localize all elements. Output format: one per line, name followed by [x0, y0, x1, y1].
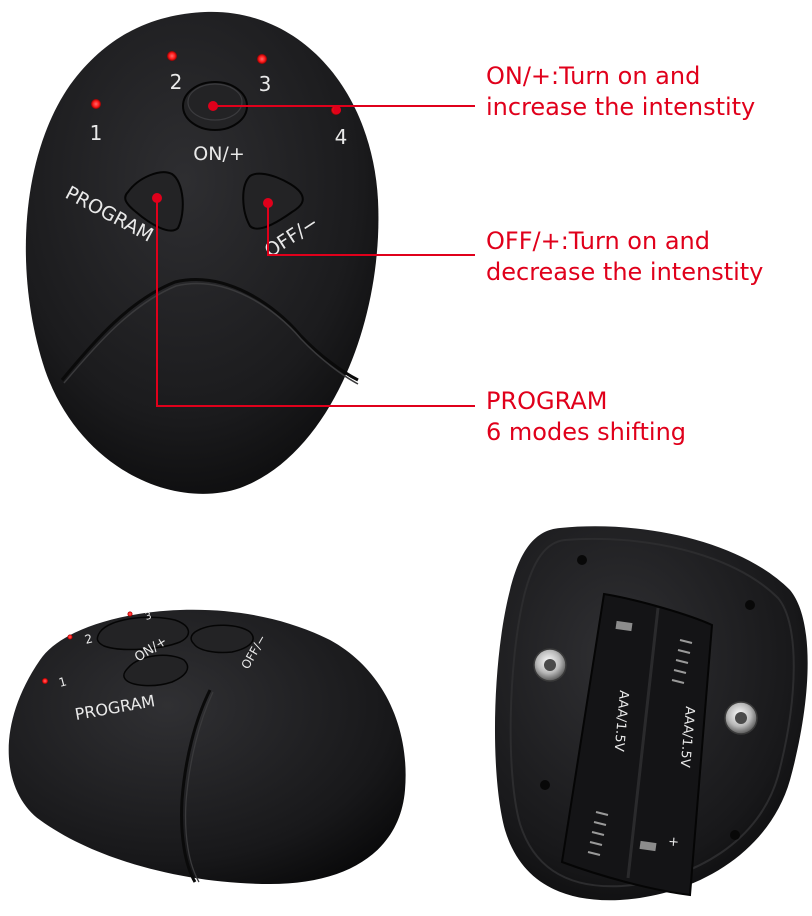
screw-hole — [745, 600, 755, 610]
front-device: 1 2 3 4 ON/+ PROGRAM OFF/− — [25, 11, 379, 494]
on-plus-button-highlight — [187, 83, 243, 121]
led-number-2: 2 — [170, 70, 183, 94]
battery-compartment-divider — [626, 607, 660, 879]
battery-contact-plate — [615, 620, 657, 852]
callout-dot-off — [263, 198, 273, 208]
on-plus-label: ON/+ — [193, 143, 245, 165]
side-led-1 — [42, 678, 48, 684]
front-device-lower-highlight — [63, 282, 359, 385]
front-device-body — [25, 11, 379, 494]
annotation-on-line1: ON/+:Turn on and — [486, 62, 701, 90]
battery-marking-right: AAA/1.5V — [677, 706, 697, 769]
side-led-2 — [67, 634, 73, 640]
side-device-seam-highlight — [184, 691, 214, 883]
battery-spring — [587, 639, 693, 856]
callout-dot-led4 — [333, 106, 341, 114]
back-device: AAA/1.5V AAA/1.5V + — [494, 526, 808, 901]
annotation-program-line1: PROGRAM — [486, 387, 608, 415]
annotation-off: OFF/+:Turn on and decrease the intenstit… — [486, 226, 763, 288]
annotation-on-line2: increase the intenstity — [486, 93, 756, 121]
screw-hole — [730, 830, 740, 840]
led-2 — [167, 51, 177, 61]
callout-lines — [156, 105, 475, 407]
screw-hole — [540, 780, 550, 790]
callout-line-program — [156, 198, 475, 407]
side-device-body — [8, 609, 406, 884]
led-3 — [257, 54, 267, 64]
battery-marking-left: AAA/1.5V — [611, 690, 631, 753]
polarity-marking: + — [665, 836, 681, 848]
annotation-program-line2: 6 modes shifting — [486, 418, 687, 446]
annotation-program: PROGRAM 6 modes shifting — [486, 386, 686, 448]
side-device: 1 2 3 ON/+ OFF/− PROGRAM — [8, 609, 406, 884]
front-device-lower-seam — [60, 278, 359, 382]
side-off-button[interactable] — [190, 624, 254, 654]
side-device-seam — [180, 689, 212, 883]
callout-line-off — [267, 203, 475, 256]
annotation-off-line1: OFF/+:Turn on and — [486, 227, 710, 255]
callout-dot-program — [152, 193, 162, 203]
callout-dots — [152, 101, 341, 208]
off-minus-button[interactable] — [242, 172, 304, 230]
callout-dot-on — [208, 101, 218, 111]
annotation-off-line2: decrease the intenstity — [486, 258, 764, 286]
snap-electrode — [533, 648, 567, 682]
screw-hole — [577, 555, 587, 565]
side-program-button[interactable] — [123, 654, 189, 687]
led-1 — [91, 99, 101, 109]
side-led-number-1: 1 — [57, 674, 68, 690]
led-number-4: 4 — [335, 125, 348, 149]
side-on-button[interactable] — [96, 616, 190, 651]
side-led-3 — [127, 611, 133, 617]
annotation-on: ON/+:Turn on and increase the intenstity — [486, 61, 755, 123]
side-led-number-2: 2 — [83, 631, 94, 647]
snap-electrode — [724, 701, 758, 735]
led-number-1: 1 — [90, 121, 103, 145]
side-led-number-3: 3 — [144, 611, 153, 623]
led-number-3: 3 — [259, 72, 272, 96]
